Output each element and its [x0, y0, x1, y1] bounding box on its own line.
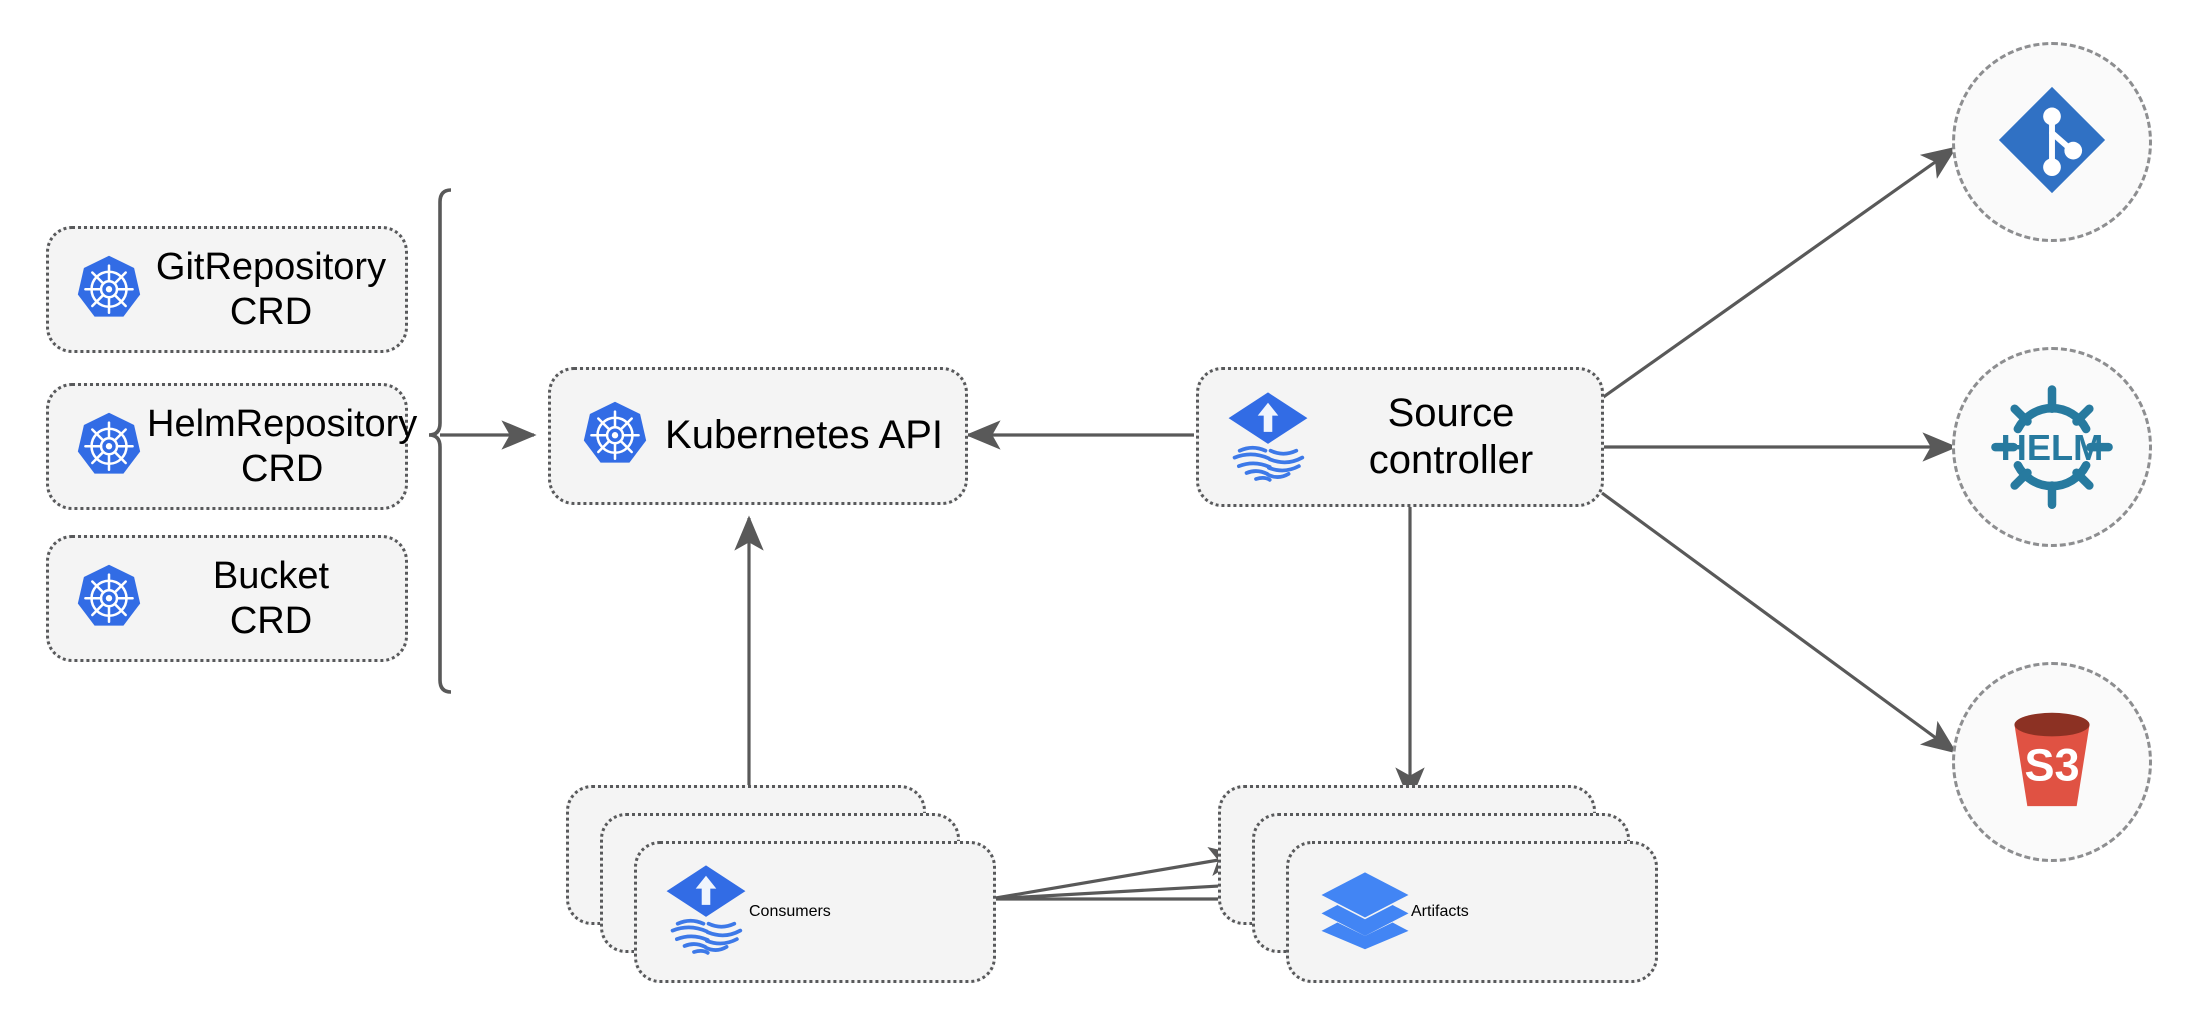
edge-consumers-to-artifacts-1	[989, 846, 1245, 901]
endpoint-helm[interactable]: HELM	[1952, 347, 2152, 547]
crd-label: HelmRepository CRD	[147, 402, 418, 490]
crd-label: GitRepository CRD	[155, 245, 387, 333]
consumers-stack[interactable]: Consumers	[566, 785, 996, 985]
crd-box-helmrepository[interactable]: HelmRepository CRD	[46, 383, 417, 510]
consumers-label: Consumers	[749, 903, 831, 920]
crd-box-gitrepository[interactable]: GitRepository CRD	[46, 226, 408, 353]
artifacts-label: Artifacts	[1411, 903, 1469, 920]
artifacts-node[interactable]: Artifacts	[1286, 841, 1658, 983]
endpoint-git[interactable]	[1952, 42, 2152, 242]
edge-source-to-s3	[1601, 491, 1958, 754]
edge-source-to-git	[1601, 146, 1958, 400]
kubernetes-icon	[71, 252, 147, 328]
flux-icon	[663, 862, 749, 963]
crd-group-bracket	[428, 188, 452, 694]
kubernetes-icon	[577, 398, 653, 474]
helm-label: HELM	[2001, 426, 2104, 467]
layers-icon	[1319, 869, 1411, 956]
source-controller-label: Source controller	[1368, 390, 1534, 482]
kubernetes-api-label: Kubernetes API	[665, 413, 943, 458]
kubernetes-api-node[interactable]: Kubernetes API	[548, 367, 968, 505]
consumers-node[interactable]: Consumers	[634, 841, 996, 983]
source-controller-node[interactable]: Source controller	[1196, 367, 1604, 507]
kubernetes-icon	[71, 561, 147, 637]
helm-icon: HELM	[1988, 381, 2116, 514]
s3-icon: S3	[1993, 701, 2111, 824]
kubernetes-icon	[71, 409, 147, 485]
crd-box-bucket[interactable]: Bucket CRD	[46, 535, 408, 662]
endpoint-s3[interactable]: S3	[1952, 662, 2152, 862]
crd-label: Bucket CRD	[212, 554, 330, 642]
s3-label: S3	[2024, 739, 2079, 790]
git-icon	[1993, 81, 2111, 204]
flux-icon	[1225, 389, 1311, 485]
artifacts-stack[interactable]: Artifacts	[1218, 785, 1658, 985]
